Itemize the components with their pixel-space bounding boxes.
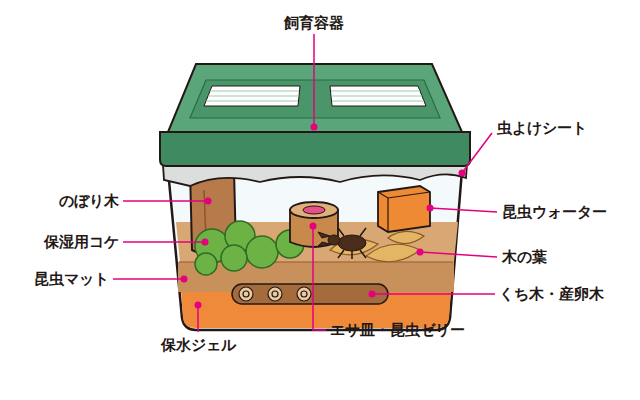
feed-dish-top	[290, 202, 338, 218]
callout-label: のぼり木	[59, 192, 119, 210]
callout-label: エサ皿・昆虫ゼリー	[330, 321, 465, 339]
insect-jelly	[303, 206, 325, 214]
callout-label: 保水ジェル	[161, 336, 236, 354]
decayed-log	[232, 284, 388, 304]
callout-label: 虫よけシート	[497, 119, 587, 137]
lid-rim	[160, 132, 470, 166]
lid-vents	[204, 86, 426, 106]
log-rings	[239, 287, 311, 301]
container-body	[168, 170, 462, 330]
callout-label: 昆虫マット	[34, 270, 109, 288]
callout-label: 木の葉	[502, 248, 547, 266]
callout-label: 昆虫ウォーター	[502, 203, 607, 221]
callout-label: くち木・産卵木	[499, 285, 604, 303]
moss	[195, 221, 304, 275]
leaves	[330, 231, 424, 261]
insect-water	[378, 186, 430, 232]
callout-label: 飼育容器	[284, 14, 344, 32]
stag-beetle	[318, 228, 366, 259]
leader-lines	[113, 34, 497, 332]
callout-label: 保湿用コケ	[44, 233, 119, 251]
leader-dots	[181, 124, 466, 309]
lid-top	[168, 64, 462, 132]
